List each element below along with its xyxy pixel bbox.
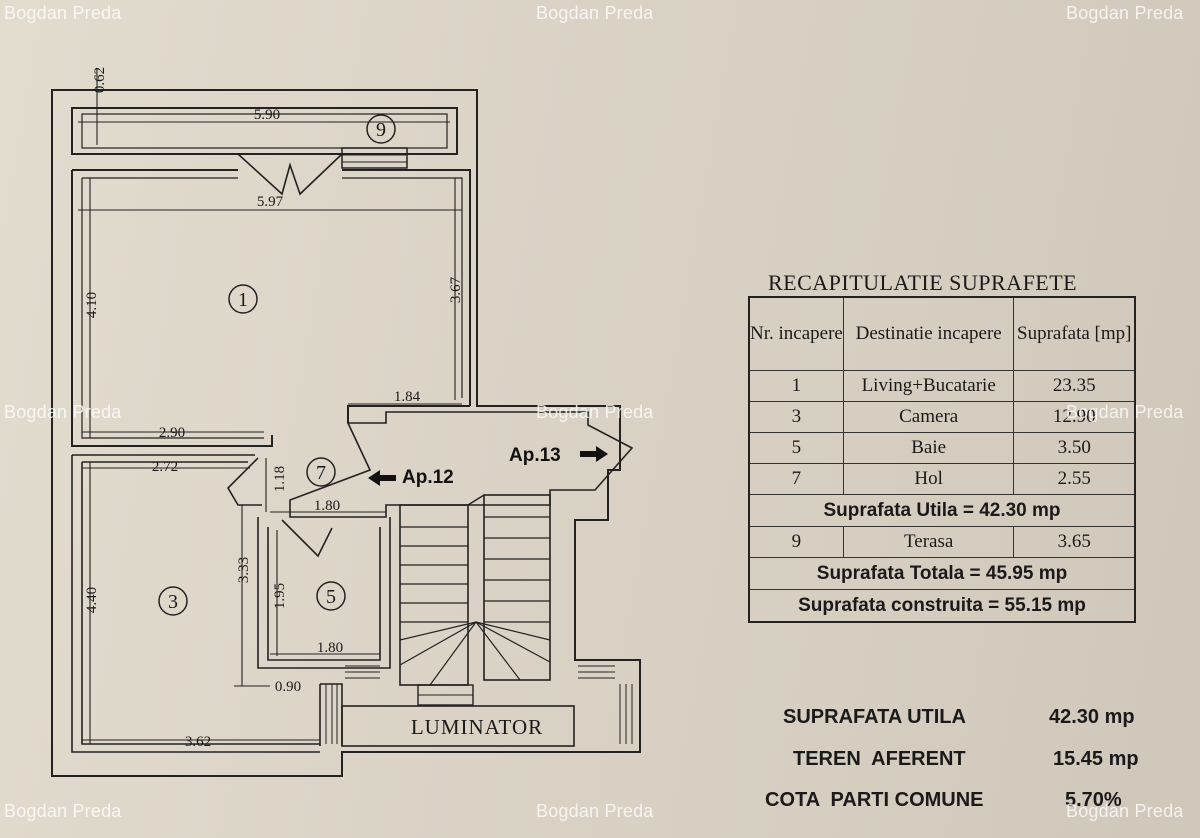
summary-value: 42.30 mp — [1049, 706, 1135, 728]
summary-cota: COTA PARTI COMUNE 5.70% — [765, 789, 1165, 813]
row-nr: 1 — [748, 370, 844, 402]
recap-title: RECAPITULATIE SUPRAFETE — [768, 270, 1078, 295]
watermark: Bogdan Preda — [4, 402, 122, 422]
room-number-1: 1 — [238, 289, 248, 311]
terrace-inner — [81, 113, 448, 149]
watermark: Bogdan Preda — [4, 3, 122, 23]
watermark: Bogdan Preda — [536, 3, 654, 23]
summary-utila: SUPRAFATA UTILA 42.30 mp — [783, 706, 1163, 730]
apartment-13-label: Ap.13 — [509, 445, 561, 466]
summary-label: TEREN AFERENT — [793, 748, 966, 770]
summary-value: 15.45 mp — [1053, 748, 1139, 770]
room-number-9: 9 — [376, 119, 386, 141]
room-marker-5 — [316, 581, 346, 611]
dim-label: 0.90 — [275, 679, 301, 695]
room-1-wall — [71, 169, 471, 447]
summary-label: SUPRAFATA UTILA — [783, 706, 966, 728]
dim-label: 5.97 — [257, 194, 284, 210]
room-number-3: 3 — [168, 591, 178, 613]
row-destinatie: Camera — [842, 401, 1015, 433]
summary-label: COTA PARTI COMUNE — [765, 789, 984, 811]
watermark: Bogdan Preda — [536, 801, 654, 821]
dim-label: 5.90 — [254, 107, 280, 123]
watermark: Bogdan Preda — [1066, 801, 1184, 821]
row-nr: 7 — [748, 463, 844, 495]
row-suprafata: 23.35 — [1013, 370, 1136, 402]
dim-label: 1.80 — [314, 498, 340, 514]
arrow-right-icon — [580, 446, 608, 462]
suprafata-construita-row: Suprafata construita = 55.15 mp — [748, 589, 1136, 623]
suprafata-totala-row: Suprafata Totala = 45.95 mp — [748, 557, 1136, 590]
table-row: 7 Hol 2.55 — [748, 463, 1136, 495]
row-destinatie: Living+Bucatarie — [842, 370, 1015, 402]
double-door-swing — [237, 153, 343, 196]
recap-table: Nr. incapere Destinatie incapere Suprafa… — [748, 296, 1136, 623]
table-row: 5 Baie 3.50 — [748, 432, 1136, 464]
apartment-12-label: Ap.12 — [402, 467, 454, 488]
dim-label: 3.33 — [236, 557, 252, 583]
watermark: Bogdan Preda — [1066, 3, 1184, 23]
apartment-arrows — [368, 446, 608, 486]
room-5-wall — [257, 517, 391, 669]
suprafata-utila-row: Suprafata Utila = 42.30 mp — [748, 494, 1136, 527]
recap-header-row: Nr. incapere Destinatie incapere Suprafa… — [748, 296, 1136, 371]
terrace-door-frame — [341, 147, 408, 169]
dim-label: 4.40 — [84, 587, 100, 613]
dim-label: 3.62 — [185, 734, 211, 750]
dim-label: 4.10 — [84, 292, 100, 318]
dim-label: 2.72 — [152, 459, 178, 475]
hall-outline — [289, 411, 634, 518]
room-markers — [158, 114, 396, 616]
skylight-label: LUMINATOR — [411, 715, 543, 739]
row-suprafata: 2.55 — [1013, 463, 1136, 495]
room-5-door — [281, 519, 333, 558]
dim-label: 0.62 — [92, 67, 108, 93]
arrow-left-icon — [368, 470, 396, 486]
room-3-wall — [71, 454, 320, 753]
row-destinatie: Baie — [842, 432, 1015, 464]
dimension-lines — [78, 68, 462, 744]
row-destinatie: Hol — [842, 463, 1015, 495]
dim-label: 1.95 — [272, 583, 288, 609]
room-marker-7 — [306, 457, 336, 487]
stair-right — [483, 494, 551, 681]
suprafata-construita: Suprafata construita = 55.15 mp — [748, 589, 1136, 623]
dim-label: 1.18 — [272, 466, 288, 492]
watermark: Bogdan Preda — [536, 402, 654, 422]
dim-label: 3.67 — [448, 276, 464, 303]
room-marker-1 — [228, 284, 258, 314]
header-destinatie: Destinatie incapere — [842, 296, 1015, 371]
table-row: 9 Terasa 3.65 — [748, 526, 1136, 558]
table-row: 1 Living+Bucatarie 23.35 — [748, 370, 1136, 402]
header-nr: Nr. incapere — [748, 296, 844, 371]
summary-teren: TEREN AFERENT 15.45 mp — [793, 748, 1173, 772]
table-row: 3 Camera 12.90 — [748, 401, 1136, 433]
row-nr: 5 — [748, 432, 844, 464]
row-suprafata: 12.90 — [1013, 401, 1136, 433]
room-3-door — [226, 457, 262, 506]
dim-label: 1.84 — [394, 389, 421, 405]
stair-left — [399, 504, 469, 686]
terrace-wall — [71, 107, 458, 155]
stair-treads — [399, 516, 551, 686]
dim-label: 2.90 — [159, 425, 185, 441]
outer-wall — [51, 89, 641, 777]
watermark: Bogdan Preda — [1066, 402, 1184, 422]
header-suprafata: Suprafata [mp] — [1013, 296, 1136, 371]
row-destinatie: Terasa — [842, 526, 1015, 558]
summary-value: 5.70% — [1065, 789, 1122, 811]
row-nr: 9 — [748, 526, 844, 558]
room-number-5: 5 — [326, 586, 336, 608]
room-marker-9 — [366, 114, 396, 144]
suprafata-utila: Suprafata Utila = 42.30 mp — [748, 494, 1136, 527]
room-marker-3 — [158, 586, 188, 616]
dim-label: 1.80 — [317, 640, 343, 656]
room-number-7: 7 — [316, 462, 326, 484]
suprafata-totala: Suprafata Totala = 45.95 mp — [748, 557, 1136, 590]
watermark: Bogdan Preda — [4, 801, 122, 821]
row-suprafata: 3.50 — [1013, 432, 1136, 464]
row-suprafata: 3.65 — [1013, 526, 1136, 558]
row-nr: 3 — [748, 401, 844, 433]
